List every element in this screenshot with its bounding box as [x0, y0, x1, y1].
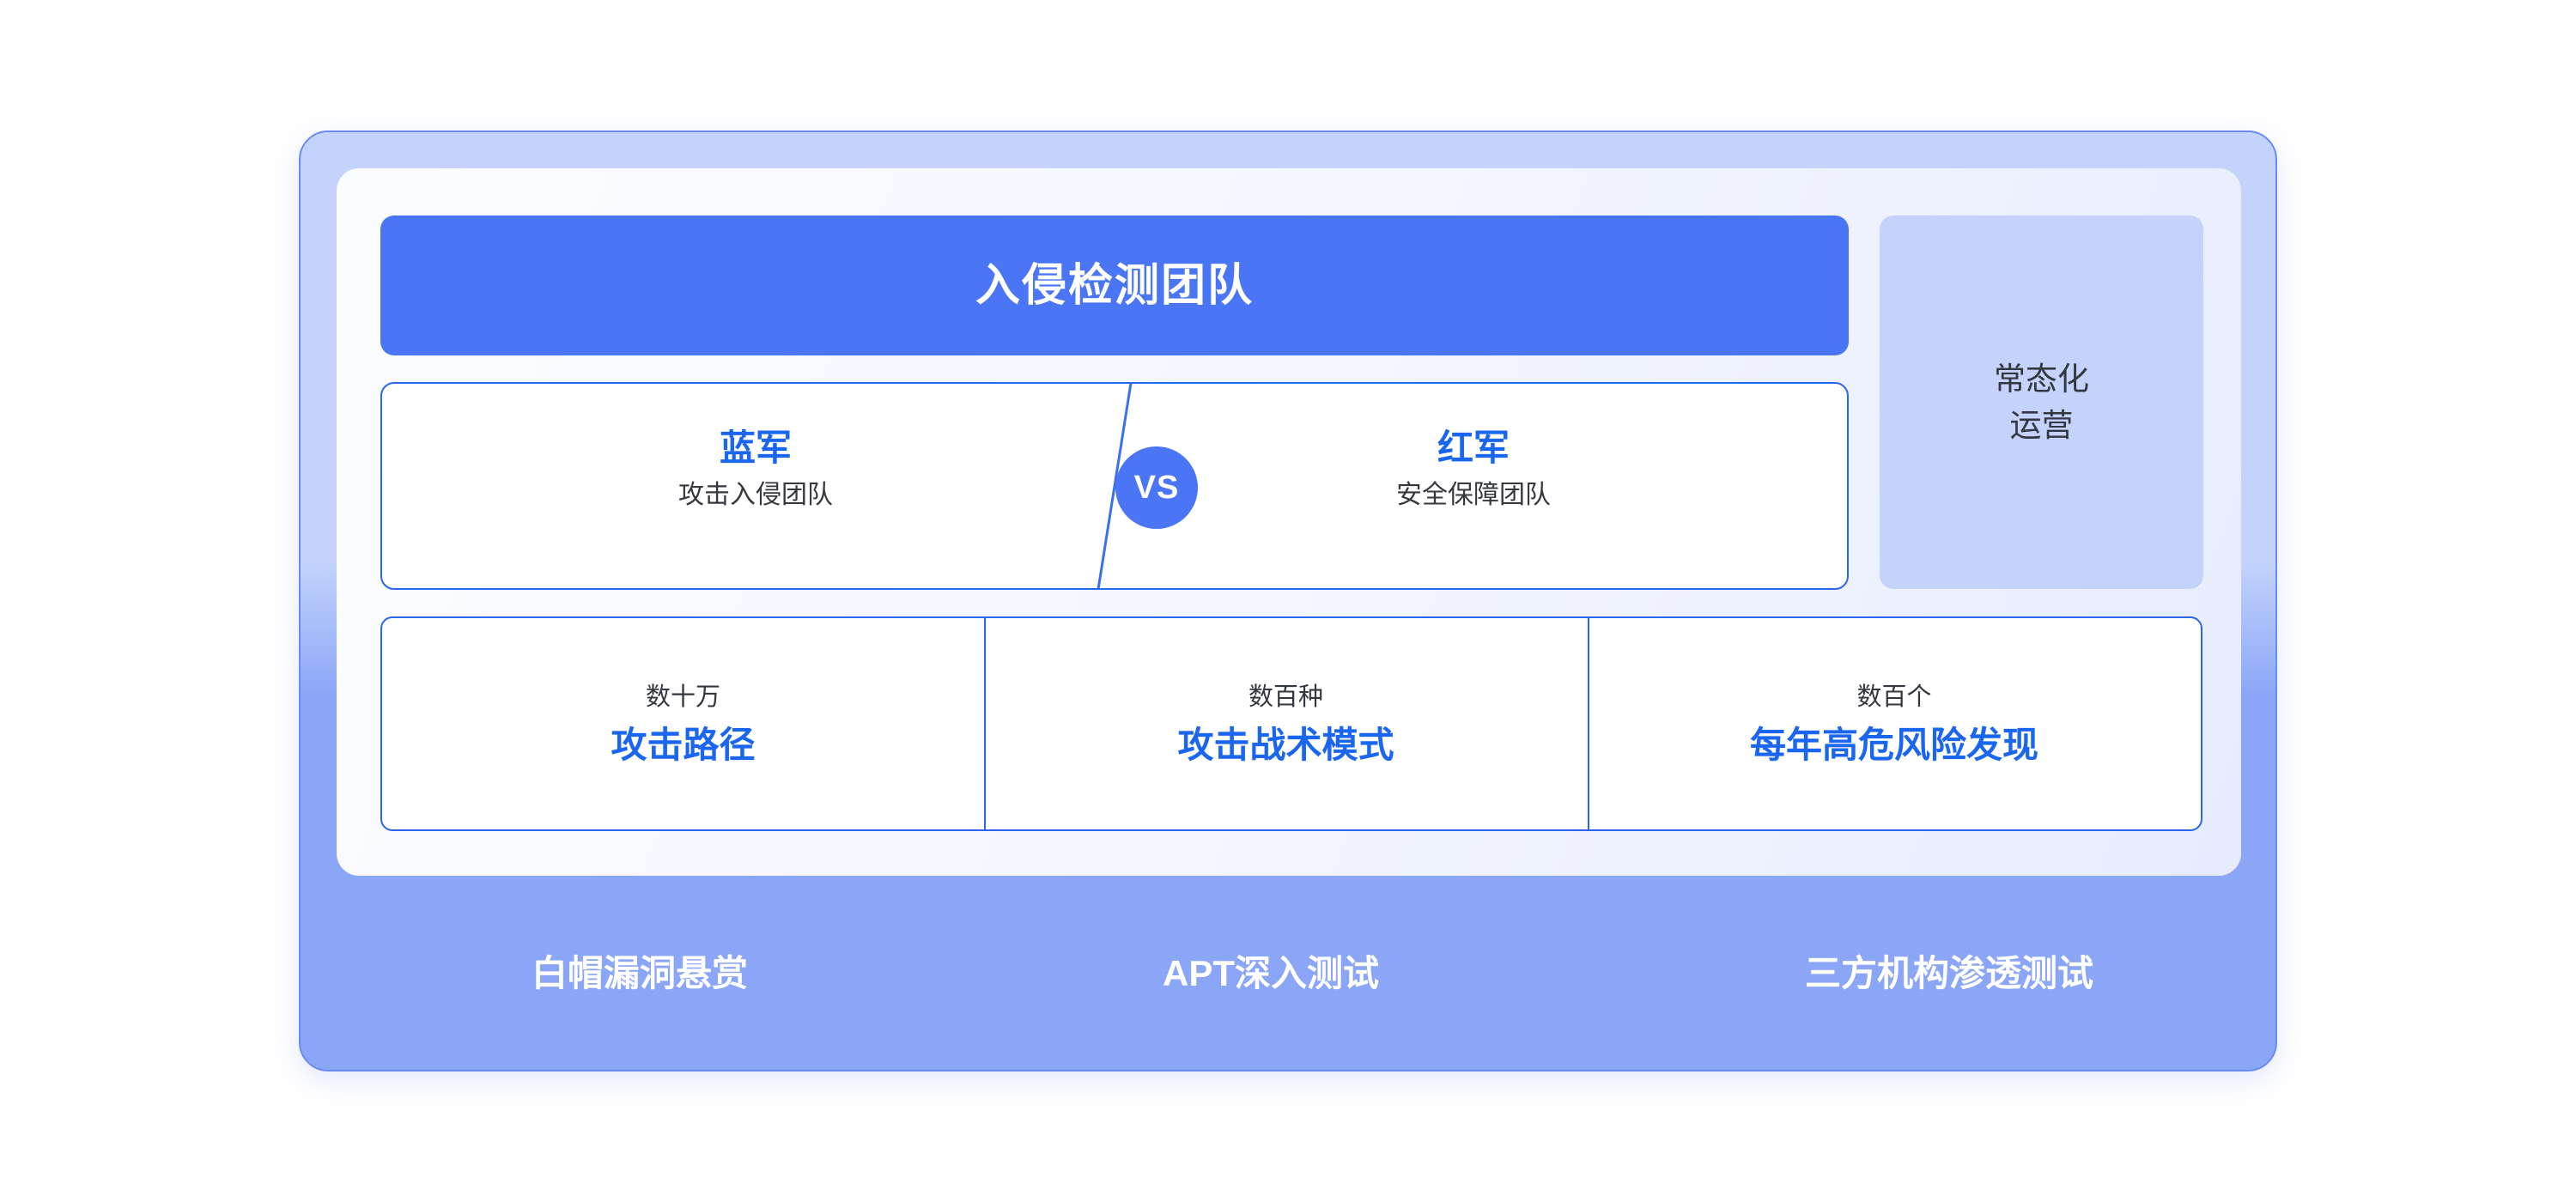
stat-cell-attack-tactics: 数百种 攻击战术模式: [984, 618, 1588, 829]
red-team-block: 红军 安全保障团队: [1207, 428, 1740, 511]
stat-cell-attack-paths: 数十万 攻击路径: [382, 618, 984, 829]
footer-item-apt-test: APT深入测试: [1162, 953, 1380, 993]
side-panel-normalized-operations: 常态化 运营: [1880, 216, 2203, 589]
stat-label: 攻击路径: [611, 725, 756, 766]
header-banner: 入侵检测团队: [380, 216, 1849, 355]
stat-quantity: 数百种: [1248, 683, 1323, 711]
blue-team-name: 蓝军: [719, 428, 792, 468]
stat-cell-high-risk-findings: 数百个 每年高危风险发现: [1588, 618, 2201, 829]
stat-quantity: 数十万: [645, 683, 720, 711]
stats-card: 数十万 攻击路径 数百种 攻击战术模式 数百个 每年高危风险发现: [380, 616, 2202, 831]
red-team-subtitle: 安全保障团队: [1396, 481, 1551, 510]
stat-quantity: 数百个: [1856, 683, 1932, 711]
side-panel-label: 常态化 运营: [1994, 361, 2089, 443]
blue-team-subtitle: 攻击入侵团队: [678, 481, 833, 510]
versus-card: 蓝军 攻击入侵团队 红军 安全保障团队 VS: [380, 382, 1849, 590]
stat-label: 每年高危风险发现: [1749, 725, 2038, 766]
stat-label: 攻击战术模式: [1177, 725, 1394, 766]
page-title: 入侵检测团队: [975, 260, 1254, 311]
footer-item-bug-bounty: 白帽漏洞悬赏: [531, 953, 749, 993]
red-team-name: 红军: [1437, 428, 1510, 468]
footer-band: 白帽漏洞悬赏 APT深入测试 三方机构渗透测试: [301, 877, 2275, 1070]
vs-badge: VS: [1115, 446, 1198, 529]
blue-team-block: 蓝军 攻击入侵团队: [489, 428, 1022, 511]
footer-item-third-party-pentest: 三方机构渗透测试: [1804, 953, 2094, 993]
